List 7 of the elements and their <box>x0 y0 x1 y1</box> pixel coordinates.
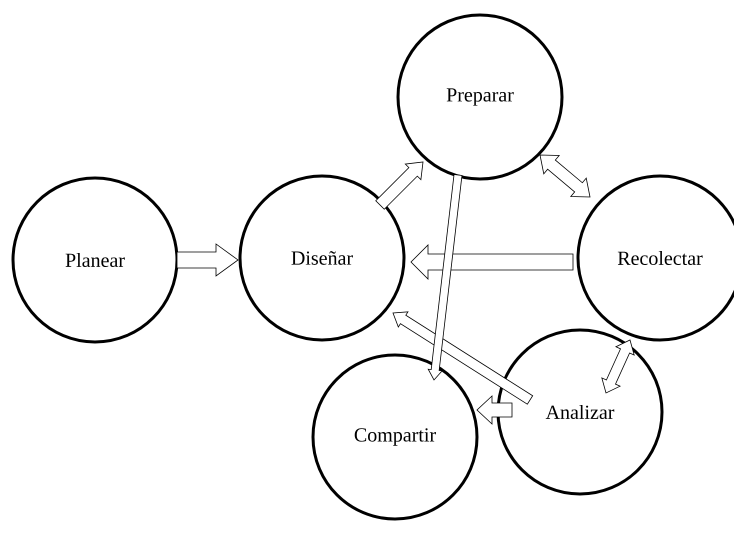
block-arrow <box>540 154 590 198</box>
block-arrow <box>176 243 239 277</box>
block-arrow <box>476 395 512 425</box>
block-arrow <box>375 162 424 210</box>
block-arrow <box>392 311 534 405</box>
block-arrow <box>410 244 574 280</box>
block-arrow <box>428 174 462 381</box>
